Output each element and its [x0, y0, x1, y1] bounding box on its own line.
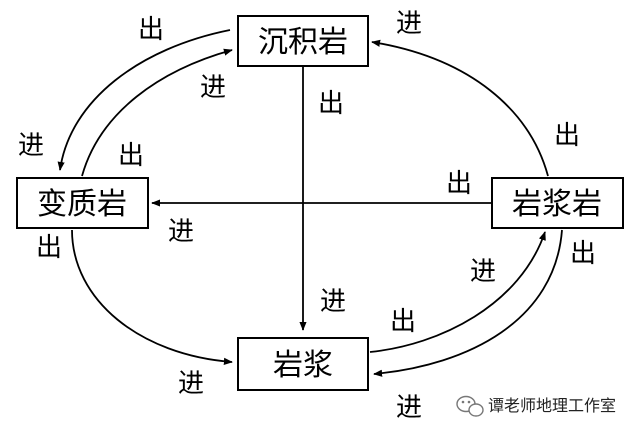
label-out: 出 [390, 307, 416, 337]
label-in: 进 [396, 9, 422, 39]
label-in: 进 [470, 257, 496, 287]
label-in: 进 [178, 369, 204, 399]
watermark-text: 谭老师地理工作室 [488, 396, 616, 415]
label-out: 出 [118, 141, 144, 171]
watermark: 谭老师地理工作室 [456, 395, 616, 417]
label-out: 出 [554, 121, 580, 151]
arrow-metamorphic-to-sedimentary [81, 48, 233, 177]
node-sedimentary-label: 沉积岩 [258, 25, 348, 60]
node-metamorphic-label: 变质岩 [37, 187, 127, 222]
arrow-igneous-to-magma [373, 229, 563, 377]
arrow-magma-to-igneous [369, 231, 546, 353]
label-in: 进 [200, 73, 226, 103]
arrow-metamorphic-to-magma [71, 229, 233, 365]
label-out: 出 [318, 89, 344, 119]
label-out: 出 [570, 239, 596, 269]
arrow-igneous-to-sedimentary [371, 39, 549, 177]
node-igneous-label: 岩浆岩 [512, 187, 602, 222]
node-magma-label: 岩浆 [273, 348, 333, 383]
label-in: 进 [320, 287, 346, 317]
node-magma: 岩浆 [237, 337, 369, 391]
node-igneous: 岩浆岩 [491, 177, 624, 229]
wechat-icon [456, 395, 484, 417]
arrow-sedimentary-to-metamorphic [57, 29, 231, 171]
label-in: 进 [168, 217, 194, 247]
label-out: 出 [36, 233, 62, 263]
label-in: 进 [18, 131, 44, 161]
label-out: 出 [446, 169, 472, 199]
label-out: 出 [138, 15, 164, 45]
node-sedimentary: 沉积岩 [237, 15, 369, 67]
node-metamorphic: 变质岩 [16, 177, 149, 229]
label-in: 进 [396, 393, 422, 423]
